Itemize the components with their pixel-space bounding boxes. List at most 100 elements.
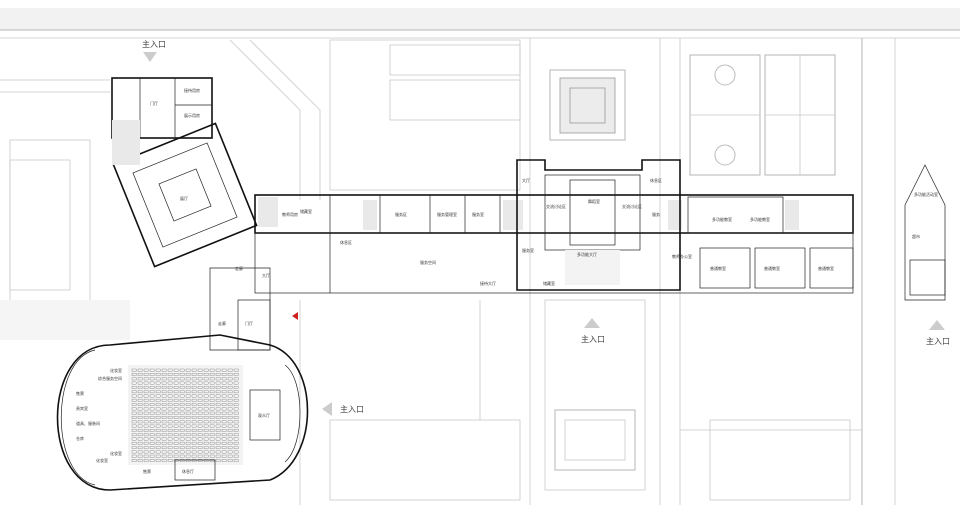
seat [167,394,173,398]
seat [131,403,137,406]
seat [179,411,185,415]
entrance-label-top: 主入口 [142,39,166,49]
seat [155,373,161,376]
seat [209,433,215,437]
room-label: 多功能大厅 [577,251,597,257]
seat [233,373,239,376]
seat [185,386,191,389]
seat [215,407,221,411]
room-label: 休息区 [340,239,352,245]
seat [203,433,209,437]
seat [209,411,215,415]
room-label: 超市 [912,233,920,239]
seat [167,416,173,419]
seat [227,446,233,449]
seat [221,398,227,402]
seat [137,433,143,437]
seat [191,398,197,402]
seat [155,377,161,381]
entrance-arrow-icon [143,52,157,62]
room-label: 服务空间 [420,259,436,265]
seat [131,381,137,385]
seat [179,390,185,394]
seat [221,403,227,406]
seat [233,433,239,437]
site-context [0,8,960,505]
seat [161,416,167,419]
seat [203,394,209,398]
seat [215,459,221,462]
room-label: 走廊 [235,265,243,271]
room-label: 交流讨论区 [622,203,642,209]
seat [137,411,143,415]
seat [179,437,185,441]
entrance-arrow-icon [929,320,945,330]
north-marker-icon [292,312,298,320]
seat [131,373,137,376]
seat [161,411,167,415]
seat [149,390,155,394]
seat [173,450,179,454]
seat [191,407,197,411]
seat [209,368,215,372]
seat [161,459,167,462]
seat [167,386,173,389]
seat [137,459,143,462]
room-label: 接待用房 [184,87,200,93]
seat [179,450,185,454]
seat [197,454,203,458]
room-label: 多功能教室 [750,216,770,222]
seat [155,386,161,389]
seat [209,407,215,411]
room-label: 教师用房 [282,211,298,217]
seat [161,424,167,428]
entrance-label-center: 主入口 [581,334,605,344]
seat [131,398,137,402]
seat [155,411,161,415]
seat [197,433,203,437]
seat [197,368,203,372]
seat [131,433,137,437]
seat [215,377,221,381]
seat [173,390,179,394]
seat [143,459,149,462]
seat [233,386,239,389]
seat [149,411,155,415]
seat [167,398,173,402]
seat [173,373,179,376]
seat [161,420,167,424]
seat [203,459,209,462]
seat [143,368,149,372]
seat [131,390,137,394]
seat [209,403,215,406]
seat [173,411,179,415]
seat [221,407,227,411]
seat [209,459,215,462]
seat [233,459,239,462]
seat [209,416,215,419]
seat [179,424,185,428]
seat [131,411,137,415]
seat [143,377,149,381]
seat [167,424,173,428]
room-label: 走廊 [218,320,226,326]
seat [203,386,209,389]
room-label: 门厅 [245,320,253,326]
room-label: 舞蹈室 [588,198,600,204]
seat [191,429,197,432]
seat [131,394,137,398]
seat [173,420,179,424]
seat [215,398,221,402]
seat [161,454,167,458]
seat [221,377,227,381]
room-label: 多功能教室 [712,216,732,222]
seat [167,377,173,381]
seat [203,424,209,428]
seat [209,386,215,389]
seat [191,390,197,394]
seat [131,450,137,454]
seat [227,424,233,428]
seat [149,373,155,376]
seat [149,433,155,437]
seat [137,394,143,398]
